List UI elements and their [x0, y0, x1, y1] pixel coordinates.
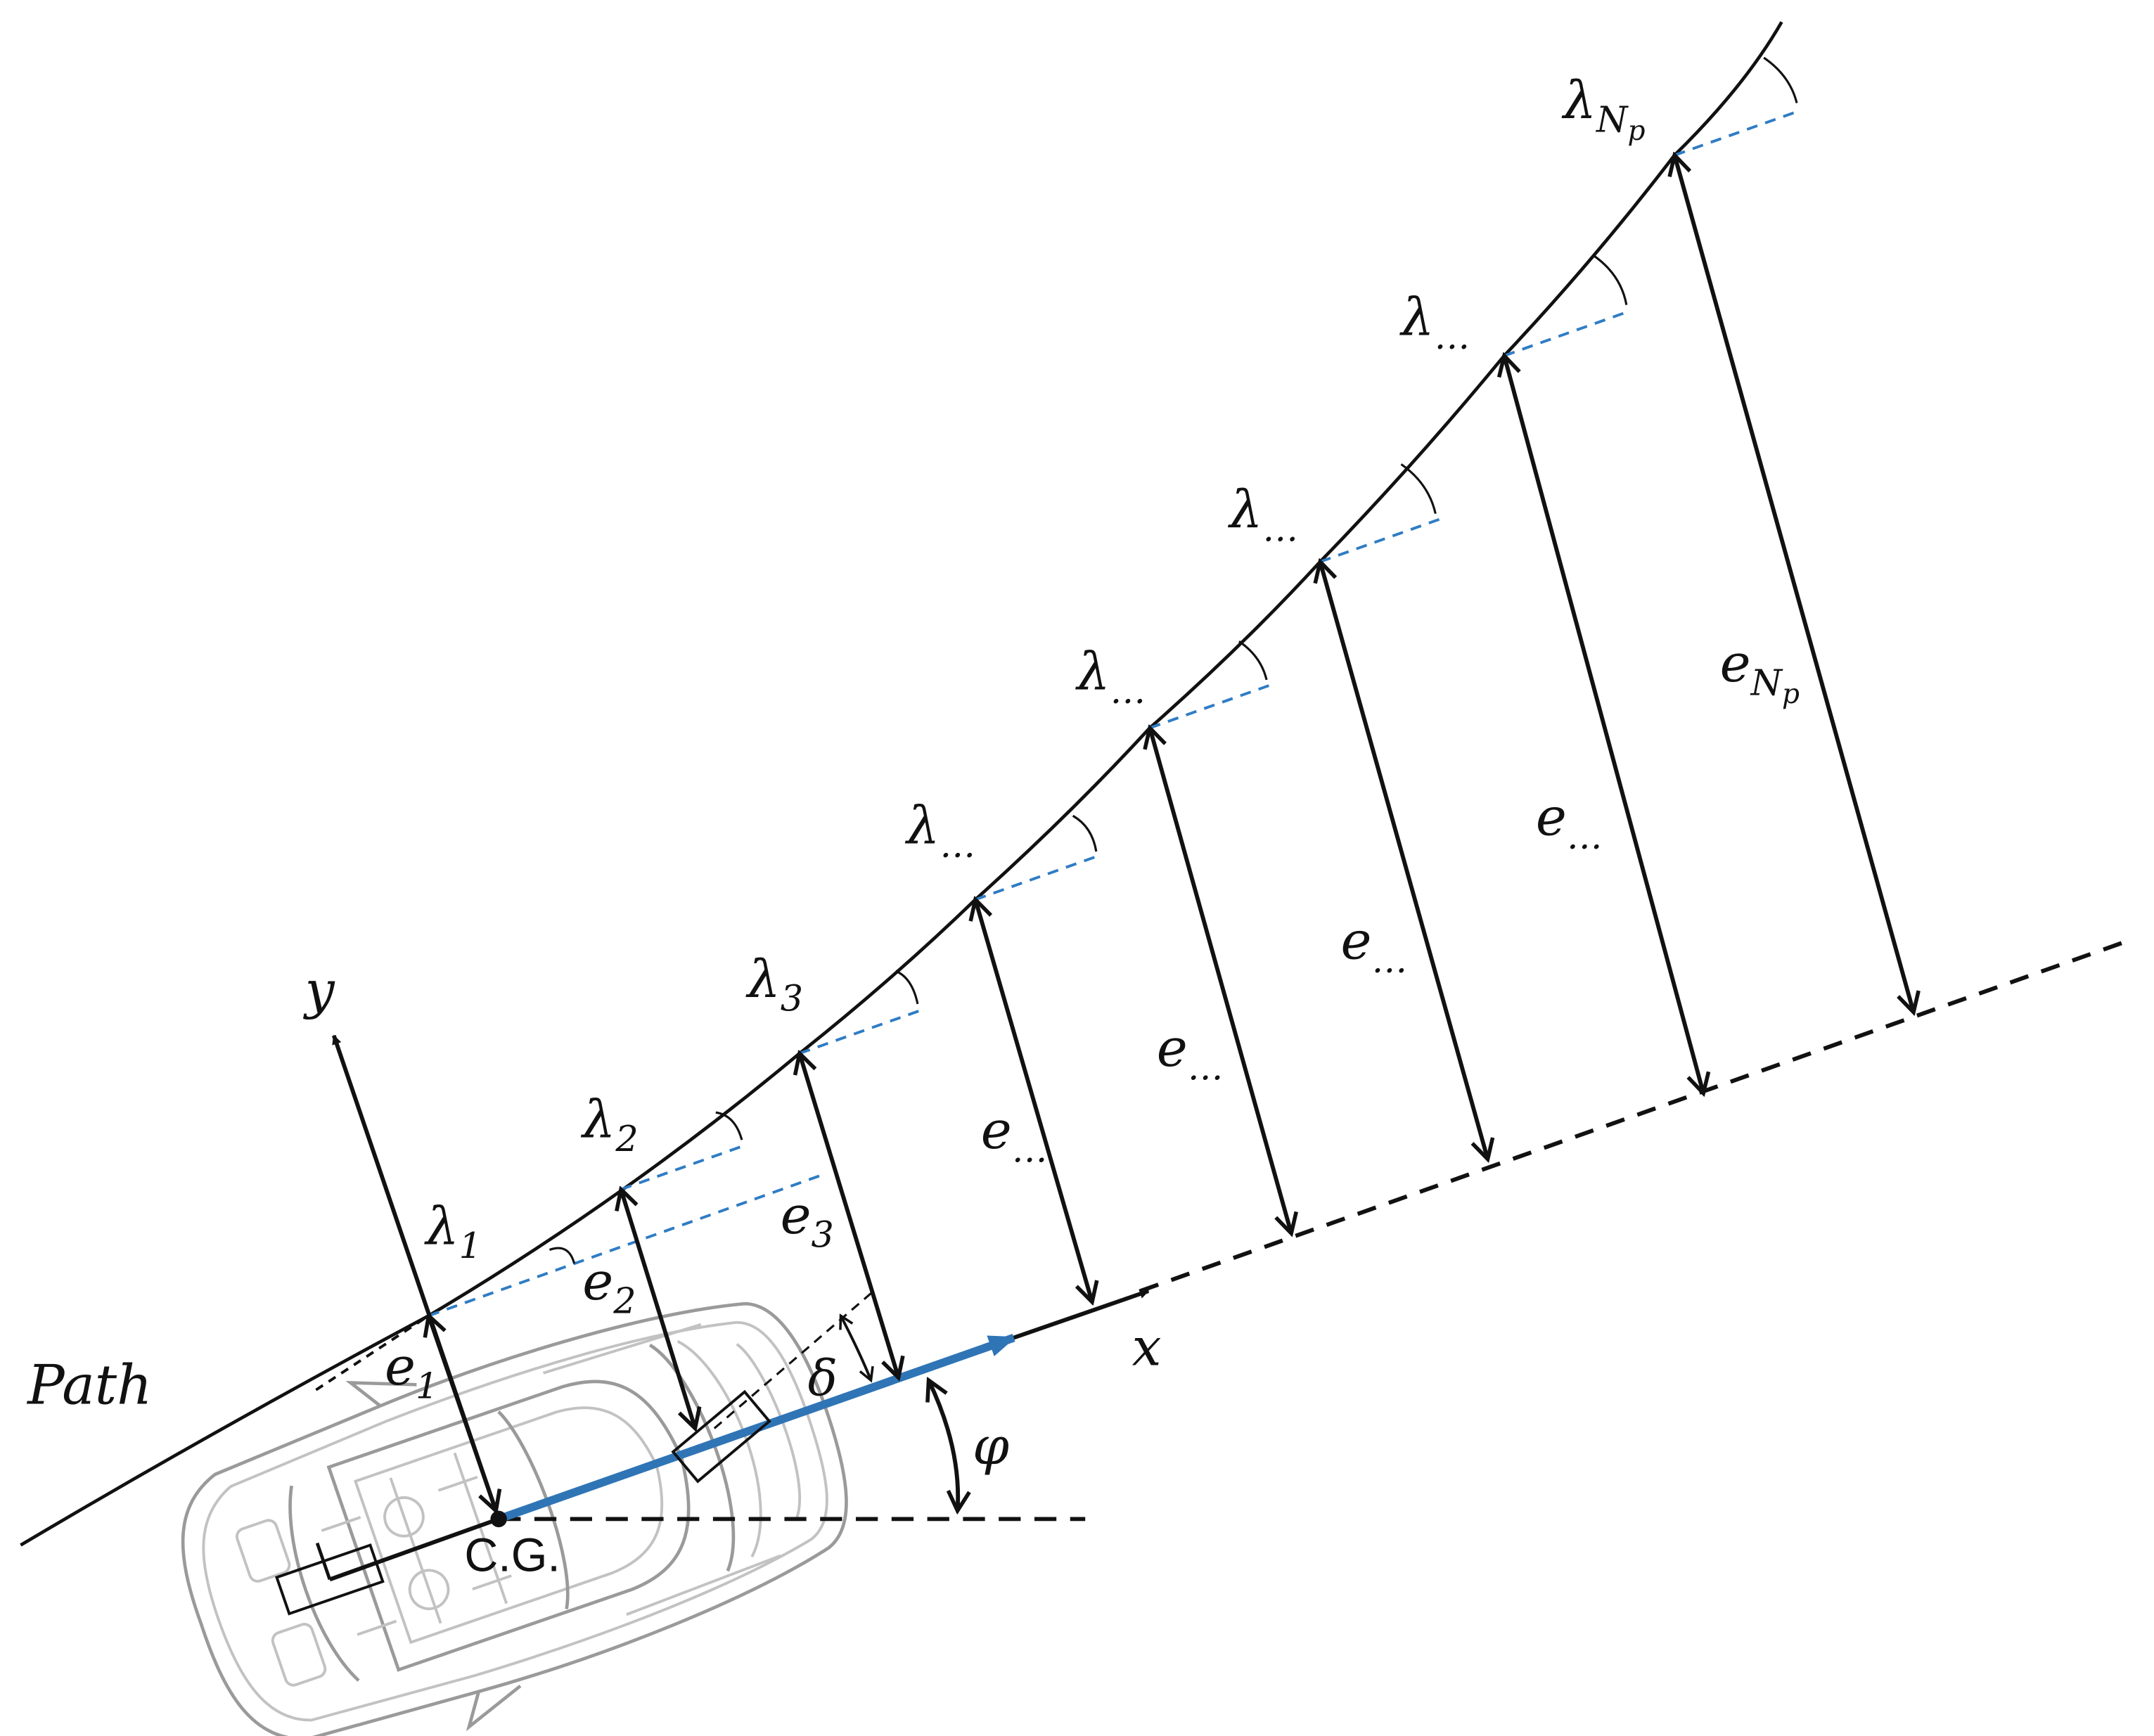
- lambda-7-label: λ…: [1399, 287, 1470, 358]
- lateral-error-arrows: [429, 155, 1914, 1511]
- delta-label: δ: [808, 1350, 838, 1408]
- lambda-3-label: λ3: [745, 949, 803, 1020]
- e-3-label: e3: [781, 1185, 834, 1256]
- lambda-np-label: λNp: [1561, 70, 1645, 147]
- lambda-1-label: λ1: [424, 1196, 482, 1267]
- x-axis-dashed-extension: [1139, 937, 2133, 1293]
- subscript-p: p: [1627, 115, 1645, 147]
- front-wheel-box: [671, 1389, 771, 1484]
- e-6-label: e…: [1341, 910, 1408, 981]
- path-label: Path: [26, 1353, 152, 1417]
- steering-direction-line: [713, 1290, 875, 1429]
- car-top-view-icon: [181, 1301, 848, 1736]
- e-2-label: e2: [582, 1251, 636, 1322]
- e-7-label: e…: [1536, 787, 1603, 858]
- e-np-label: eNp: [1720, 633, 1800, 710]
- lambda-4-label: λ…: [904, 795, 975, 866]
- center-of-gravity-point: [490, 1510, 507, 1528]
- tangent-lines: [428, 110, 1799, 1318]
- heading-angle-arcs: [549, 56, 1798, 1264]
- subscript-p: p: [1782, 679, 1800, 710]
- x-axis-label: x: [1132, 1317, 1162, 1378]
- x-axis-arrow: [1013, 1289, 1150, 1340]
- rear-wheel-box: [275, 1542, 385, 1616]
- yaw-angle-arc: [929, 1380, 959, 1511]
- tangent-stub: [315, 1314, 430, 1391]
- cg-label: C.G.: [464, 1530, 560, 1582]
- e-1-label: e1: [385, 1336, 438, 1407]
- reference-path: [20, 21, 1783, 1547]
- lambda-labels: λ1 λ2 λ3 λ… λ… λ… λ… λNp: [424, 70, 1646, 1266]
- lambda-2-label: λ2: [580, 1088, 638, 1159]
- lambda-5-label: λ…: [1075, 641, 1146, 712]
- rear-axle-line: [328, 1517, 500, 1582]
- vehicle-heading-vector: [497, 1334, 1017, 1523]
- e-5-label: e…: [1157, 1017, 1224, 1088]
- error-labels: e1 e2 e3 e… e… e… e… eNp: [385, 633, 1800, 1407]
- steering-angle-arc: [839, 1313, 874, 1383]
- phi-label: φ: [973, 1415, 1009, 1477]
- e-4-label: e…: [981, 1100, 1048, 1171]
- lambda-6-label: λ…: [1227, 479, 1298, 550]
- y-axis-label: y: [303, 960, 335, 1021]
